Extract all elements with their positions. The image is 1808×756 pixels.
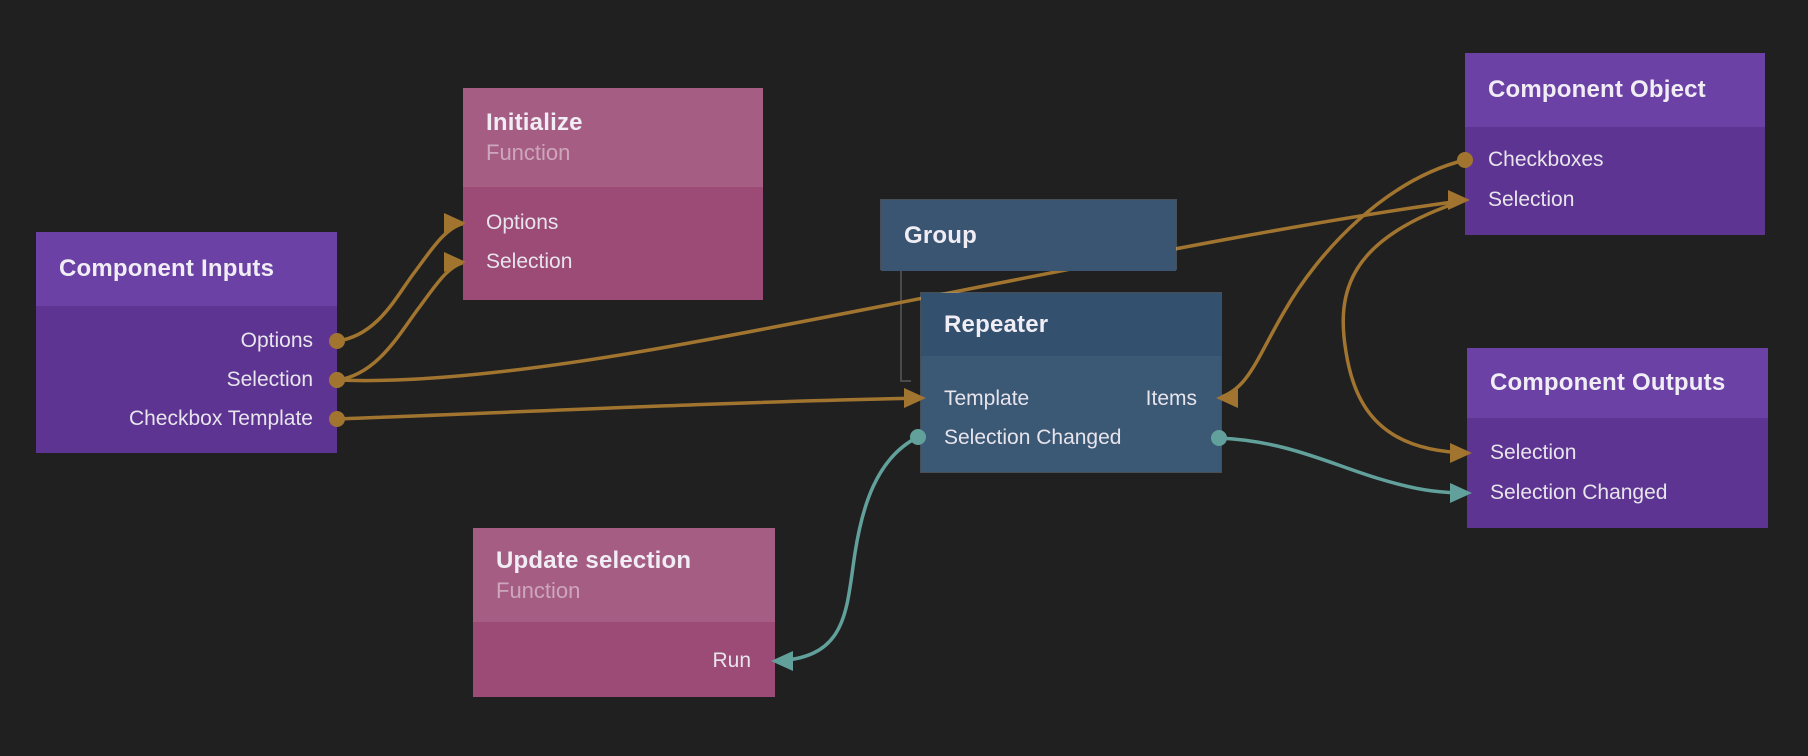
node-update-selection-body: Run	[473, 622, 775, 697]
hierarchy-connector-group-repeater	[900, 270, 911, 382]
port-component-inputs-options[interactable]: Options	[240, 329, 313, 352]
connection-component-inputs.selection-to-initialize.selection[interactable]	[335, 260, 468, 382]
port-update-selection-run[interactable]: Run	[712, 649, 751, 672]
node-initialize-title: Initialize	[486, 109, 583, 136]
port-initialize-options[interactable]: Options	[486, 211, 559, 234]
connection-repeater.selection-changed-to-component-outputs.selection-changed[interactable]	[1217, 436, 1472, 495]
connection-component-inputs.checkbox-template-to-repeater.template[interactable]	[335, 396, 926, 421]
node-repeater-title: Repeater	[944, 310, 1049, 338]
port-component-outputs-selection-changed[interactable]: Selection Changed	[1490, 481, 1668, 504]
node-update-selection-title: Update selection	[496, 546, 692, 574]
node-component-inputs-header[interactable]: Component Inputs	[36, 232, 337, 306]
node-component-outputs-header[interactable]: Component Outputs	[1467, 348, 1768, 418]
connection-repeater.selection-changed-to-update-selection.run[interactable]	[772, 435, 920, 663]
connection-component-inputs.options-to-initialize.options[interactable]	[335, 221, 468, 343]
port-component-outputs-selection[interactable]: Selection	[1490, 441, 1577, 464]
port-component-object-checkboxes[interactable]: Checkboxes	[1488, 148, 1604, 171]
port-repeater-items[interactable]: Items	[1145, 387, 1197, 410]
node-component-object-title: Component Object	[1488, 76, 1706, 103]
node-component-outputs-title: Component Outputs	[1490, 369, 1726, 396]
node-component-inputs-title: Component Inputs	[59, 255, 275, 282]
node-group[interactable]: Group	[880, 199, 1177, 271]
connection-component-object.checkboxes-to-repeater.items[interactable]	[1216, 158, 1467, 400]
node-component-object-header[interactable]: Component Object	[1465, 53, 1765, 127]
port-initialize-selection[interactable]: Selection	[486, 250, 573, 273]
port-repeater-template[interactable]: Template	[944, 387, 1030, 410]
node-update-selection-subtitle: Function	[496, 577, 581, 603]
port-component-inputs-checkbox-template[interactable]: Checkbox Template	[128, 407, 313, 430]
port-repeater-selection-changed[interactable]: Selection Changed	[944, 426, 1122, 449]
node-repeater-header[interactable]: Repeater	[921, 293, 1221, 356]
node-initialize-subtitle: Function	[486, 140, 571, 165]
port-component-inputs-selection[interactable]: Selection	[226, 368, 313, 391]
node-group-header[interactable]: Group	[881, 200, 1176, 271]
connection-component-object.selection-to-component-outputs.selection[interactable]	[1341, 198, 1472, 455]
port-component-object-selection[interactable]: Selection	[1488, 188, 1575, 211]
node-group-title: Group	[904, 221, 977, 249]
